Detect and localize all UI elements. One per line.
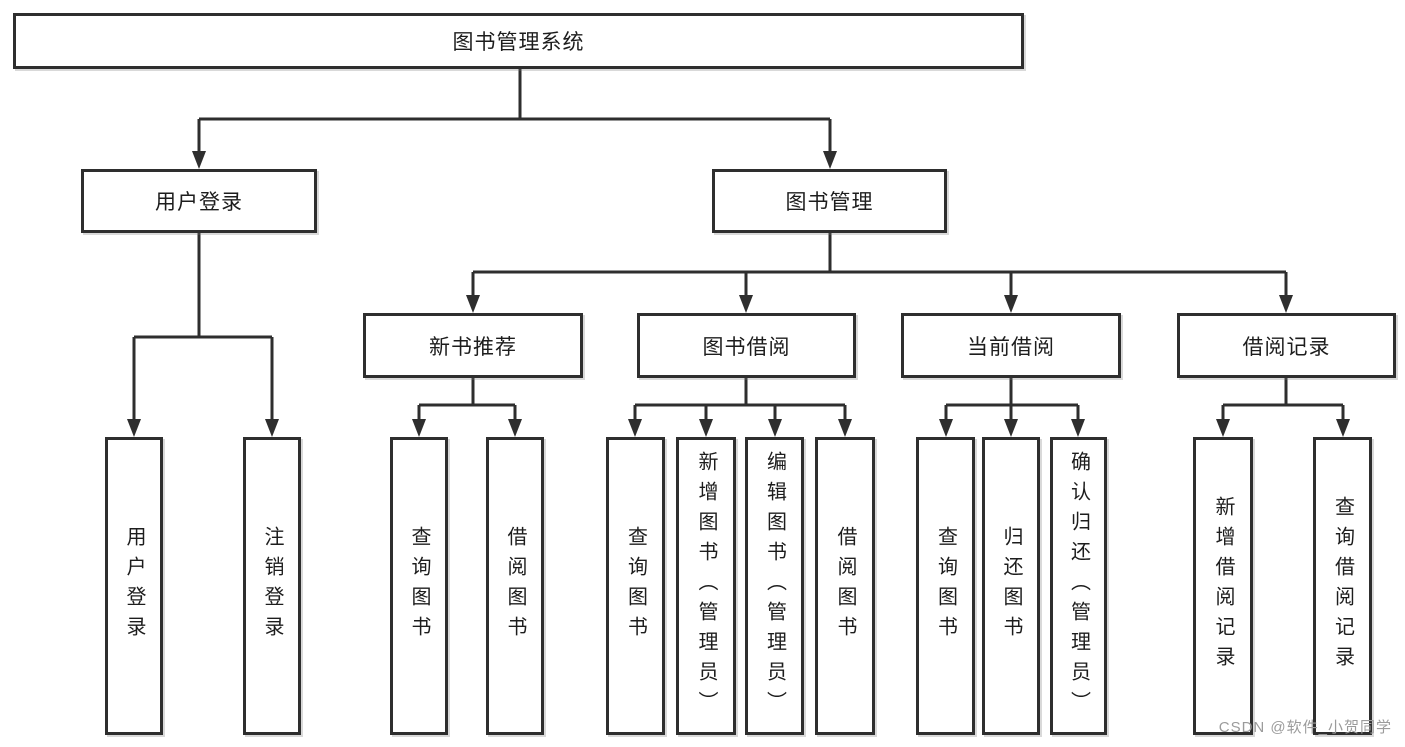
leaf-query-borrow-record: 查询借阅记录	[1313, 437, 1372, 735]
leaf-user-login: 用户登录	[105, 437, 163, 735]
connector-user-login-children	[132, 233, 274, 421]
node-library-management-system: 图书管理系统	[13, 13, 1024, 69]
arrow-icon	[1216, 419, 1230, 437]
connector-book-borrow-children	[633, 378, 847, 421]
node-book-borrow: 图书借阅	[637, 313, 856, 378]
leaf-label: 查询借阅记录	[1331, 496, 1354, 676]
arrow-icon	[265, 419, 279, 437]
leaf-logout: 注销登录	[243, 437, 301, 735]
arrow-icon	[508, 419, 522, 437]
leaf-return-books: 归还图书	[982, 437, 1040, 735]
arrowheads	[127, 151, 1350, 437]
node-current-borrow: 当前借阅	[901, 313, 1121, 378]
leaf-borrow-books: 借阅图书	[815, 437, 875, 735]
arrow-icon	[1071, 419, 1085, 437]
arrow-icon	[192, 151, 206, 169]
leaf-label: 编辑图书（管理员）	[763, 451, 786, 721]
csdn-watermark: CSDN @软件_小贺同学	[1218, 719, 1392, 736]
leaf-label: 用户登录	[123, 526, 145, 646]
leaf-label: 注销登录	[261, 526, 283, 646]
arrow-icon	[127, 419, 141, 437]
leaf-label: 借阅图书	[834, 526, 856, 646]
connector-book-mgmt-children	[471, 233, 1288, 297]
arrow-icon	[838, 419, 852, 437]
leaf-query-books-borrow: 查询图书	[606, 437, 665, 735]
leaf-label: 确认归还（管理员）	[1067, 451, 1090, 721]
leaf-label: 新增借阅记录	[1212, 496, 1234, 676]
leaf-borrow-books-recommend: 借阅图书	[486, 437, 544, 735]
arrow-icon	[412, 419, 426, 437]
node-borrow-record: 借阅记录	[1177, 313, 1396, 378]
arrow-icon	[939, 419, 953, 437]
leaf-label: 新增图书（管理员）	[695, 451, 717, 721]
arrow-icon	[768, 419, 782, 437]
leaf-label: 查询图书	[408, 526, 430, 646]
arrow-icon	[699, 419, 713, 437]
leaf-label: 查询图书	[934, 526, 957, 646]
connector-borrow-record-children	[1221, 378, 1345, 421]
leaf-edit-books-admin: 编辑图书（管理员）	[745, 437, 804, 735]
connector-root-to-level2	[197, 69, 832, 153]
arrow-icon	[823, 151, 837, 169]
arrow-icon	[1279, 295, 1293, 313]
arrow-icon	[1004, 419, 1018, 437]
arrow-icon	[466, 295, 480, 313]
leaf-query-books-recommend: 查询图书	[390, 437, 448, 735]
leaf-add-books-admin: 新增图书（管理员）	[676, 437, 736, 735]
node-book-management: 图书管理	[712, 169, 947, 233]
arrow-icon	[1004, 295, 1018, 313]
node-user-login: 用户登录	[81, 169, 317, 233]
node-new-book-recommend: 新书推荐	[363, 313, 583, 378]
leaf-label: 借阅图书	[504, 526, 526, 646]
leaf-label: 归还图书	[1000, 526, 1022, 646]
arrow-icon	[1336, 419, 1350, 437]
connector-new-book-children	[417, 378, 517, 421]
connector-current-borrow-children	[944, 378, 1080, 421]
arrow-icon	[628, 419, 642, 437]
leaf-query-books-current: 查询图书	[916, 437, 975, 735]
arrow-icon	[739, 295, 753, 313]
leaf-confirm-return-admin: 确认归还（管理员）	[1050, 437, 1107, 735]
leaf-add-borrow-record: 新增借阅记录	[1193, 437, 1253, 735]
leaf-label: 查询图书	[624, 526, 647, 646]
